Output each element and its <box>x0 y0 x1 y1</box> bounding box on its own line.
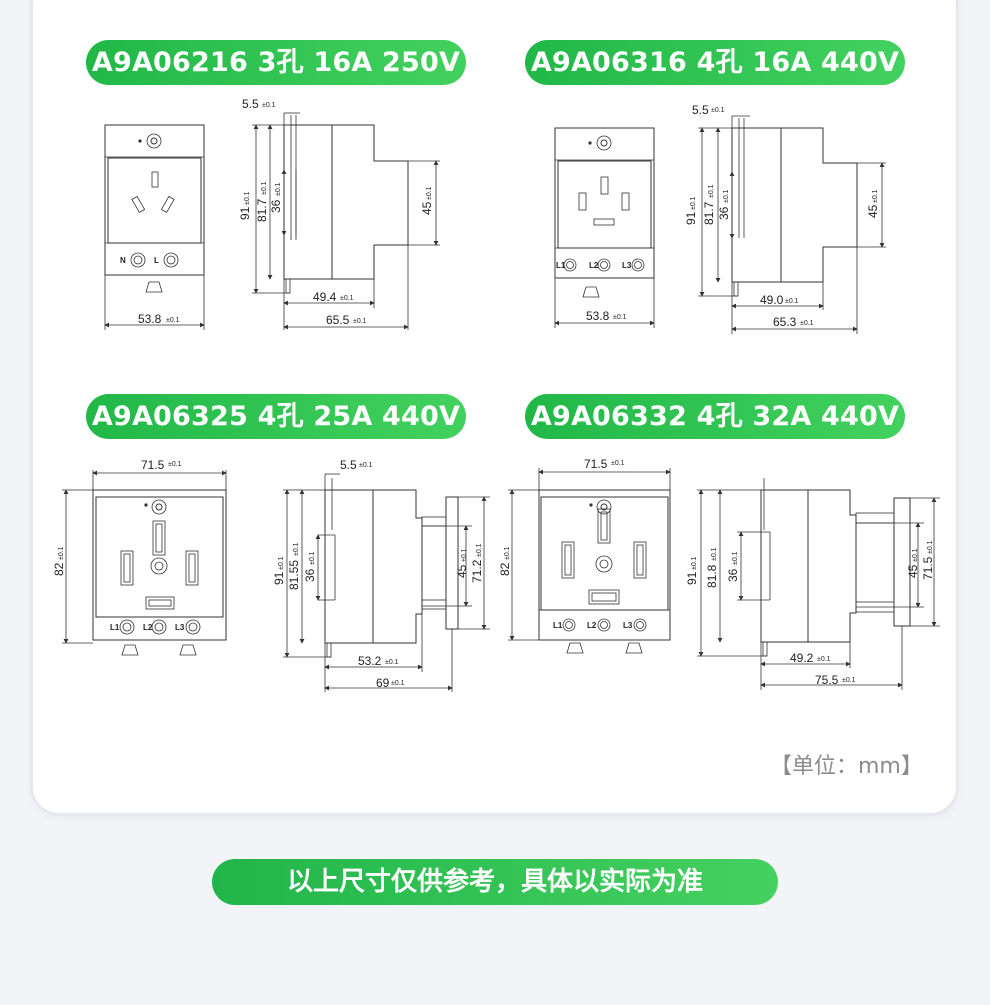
drawing-2-front-view: L1 L2 L3 53.8 ±0.1 <box>554 127 655 328</box>
svg-text:±0.1: ±0.1 <box>293 542 300 556</box>
svg-text:91: 91 <box>238 206 252 220</box>
svg-text:L2: L2 <box>143 623 153 632</box>
svg-text:±0.1: ±0.1 <box>785 298 799 305</box>
svg-text:L2: L2 <box>589 261 599 270</box>
svg-text:±0.1: ±0.1 <box>611 460 625 467</box>
svg-text:±0.1: ±0.1 <box>385 659 399 666</box>
title-pill-a9a06332: A9A06332 4孔 32A 440V <box>525 394 905 439</box>
svg-text:±0.1: ±0.1 <box>691 556 698 570</box>
svg-text:±0.1: ±0.1 <box>309 551 316 565</box>
svg-text:49.4: 49.4 <box>313 290 337 304</box>
svg-text:65.5: 65.5 <box>326 313 350 327</box>
title-pill-a9a06216: A9A06216 3孔 16A 250V <box>86 40 466 85</box>
svg-text:45: 45 <box>906 564 920 578</box>
unit-label: 【单位：mm】 <box>770 754 923 779</box>
svg-text:±0.1: ±0.1 <box>708 184 715 198</box>
svg-text:5.5: 5.5 <box>692 103 709 117</box>
svg-text:82: 82 <box>52 562 66 576</box>
svg-text:L1: L1 <box>110 623 120 632</box>
svg-text:36: 36 <box>303 568 317 582</box>
title-pill-a9a06325: A9A06325 4孔 25A 440V <box>86 394 466 439</box>
svg-text:71.5: 71.5 <box>584 457 608 471</box>
svg-text:±0.1: ±0.1 <box>278 556 285 570</box>
svg-text:53.8: 53.8 <box>138 312 162 326</box>
svg-text:±0.1: ±0.1 <box>476 543 483 557</box>
svg-text:±0.1: ±0.1 <box>723 189 730 203</box>
title-pill-a9a06316: A9A06316 4孔 16A 440V <box>525 40 905 85</box>
svg-text:±0.1: ±0.1 <box>340 295 354 302</box>
svg-text:91: 91 <box>685 571 699 585</box>
svg-text:82: 82 <box>498 562 512 576</box>
svg-text:±0.1: ±0.1 <box>262 102 276 109</box>
svg-text:±0.1: ±0.1 <box>244 191 251 205</box>
disclaimer-pill: 以上尺寸仅供参考，具体以实际为准 <box>212 859 778 905</box>
svg-text:±0.1: ±0.1 <box>58 546 65 560</box>
svg-text:71.5: 71.5 <box>921 556 935 580</box>
svg-text:36: 36 <box>726 568 740 582</box>
svg-text:±0.1: ±0.1 <box>353 318 367 325</box>
svg-text:±0.1: ±0.1 <box>168 461 182 468</box>
svg-text:L3: L3 <box>622 261 632 270</box>
svg-text:±0.1: ±0.1 <box>391 680 405 687</box>
svg-text:81.7: 81.7 <box>255 198 269 222</box>
pin-label-l: L <box>154 256 159 265</box>
svg-text:±0.1: ±0.1 <box>359 462 373 469</box>
svg-text:5.5: 5.5 <box>242 97 259 111</box>
drawing-2-side-view: 5.5 ±0.1 91 ±0.1 81.7 ±0.1 36 ±0.1 45 ±0… <box>684 103 886 334</box>
svg-text:91: 91 <box>684 211 698 225</box>
svg-text:45: 45 <box>866 204 880 218</box>
svg-text:±0.1: ±0.1 <box>842 677 856 684</box>
svg-text:±0.1: ±0.1 <box>261 181 268 195</box>
svg-text:71.5: 71.5 <box>141 458 165 472</box>
svg-text:±0.1: ±0.1 <box>461 548 468 562</box>
svg-text:75.5: 75.5 <box>815 673 839 687</box>
svg-text:±0.1: ±0.1 <box>275 182 282 196</box>
svg-text:91: 91 <box>272 571 286 585</box>
svg-text:49.0: 49.0 <box>760 293 784 307</box>
svg-text:69: 69 <box>376 676 390 690</box>
drawing-1-side-view: 5.5 ±0.1 91 ±0.1 81.7 ±0.1 36 ±0.1 45 ±0… <box>238 97 440 330</box>
svg-text:81.55: 81.55 <box>287 560 301 590</box>
drawing-4-front-view: L1 L2 L3 71.5 ±0.1 82 ±0.1 <box>498 457 671 654</box>
svg-text:49.2: 49.2 <box>790 651 814 665</box>
svg-text:±0.1: ±0.1 <box>711 107 725 114</box>
svg-text:±0.1: ±0.1 <box>817 656 831 663</box>
drawing-4-side-view: 91 ±0.1 81.8 ±0.1 36 ±0.1 45 ±0.1 71.5 ±… <box>685 478 940 690</box>
pin-label-n: N <box>120 256 126 265</box>
svg-text:81.8: 81.8 <box>705 564 719 588</box>
svg-text:±0.1: ±0.1 <box>166 317 180 324</box>
svg-text:65.3: 65.3 <box>773 315 797 329</box>
svg-text:±0.1: ±0.1 <box>426 186 433 200</box>
svg-text:71.2: 71.2 <box>470 559 484 583</box>
drawing-1-front-view: N L 53.8 ±0.1 <box>104 124 205 330</box>
svg-text:±0.1: ±0.1 <box>872 189 879 203</box>
drawing-3-side-view: 5.5 ±0.1 91 ±0.1 81.55 ±0.1 36 ±0.1 45 ±… <box>272 458 490 692</box>
svg-text:45: 45 <box>455 564 469 578</box>
svg-text:53.2: 53.2 <box>358 654 382 668</box>
svg-text:±0.1: ±0.1 <box>711 547 718 561</box>
svg-text:L3: L3 <box>623 621 633 630</box>
svg-text:±0.1: ±0.1 <box>613 314 627 321</box>
svg-text:L3: L3 <box>175 623 185 632</box>
drawing-3-front-view: L1 L2 L3 71.5 ±0.1 82 ±0.1 <box>52 458 227 656</box>
svg-text:36: 36 <box>717 206 731 220</box>
svg-text:±0.1: ±0.1 <box>732 551 739 565</box>
svg-text:±0.1: ±0.1 <box>690 196 697 210</box>
svg-text:±0.1: ±0.1 <box>800 320 814 327</box>
svg-text:L1: L1 <box>556 261 566 270</box>
svg-text:53.8: 53.8 <box>586 309 610 323</box>
svg-text:81.7: 81.7 <box>702 201 716 225</box>
svg-text:36: 36 <box>269 199 283 213</box>
svg-text:±0.1: ±0.1 <box>504 546 511 560</box>
svg-text:±0.1: ±0.1 <box>912 548 919 562</box>
svg-text:45: 45 <box>420 201 434 215</box>
svg-text:±0.1: ±0.1 <box>927 540 934 554</box>
svg-text:L1: L1 <box>553 621 563 630</box>
svg-text:5.5: 5.5 <box>340 458 357 472</box>
svg-text:L2: L2 <box>587 621 597 630</box>
